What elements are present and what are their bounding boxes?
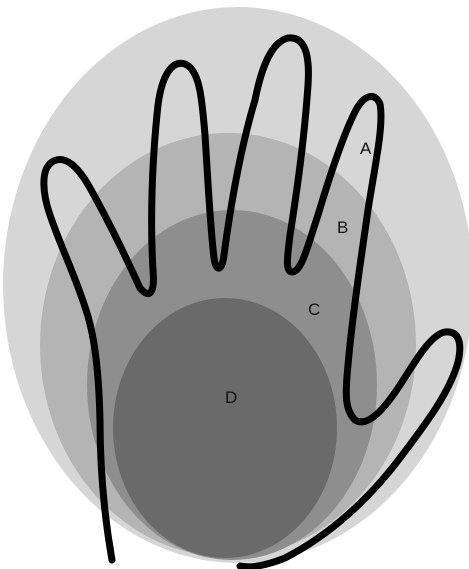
zone-b-label: B bbox=[337, 218, 348, 237]
zone-c-label: C bbox=[308, 300, 320, 319]
zone-d-ellipse bbox=[113, 298, 337, 558]
zone-d-label: D bbox=[225, 388, 237, 407]
zone-a-label: A bbox=[360, 139, 372, 158]
